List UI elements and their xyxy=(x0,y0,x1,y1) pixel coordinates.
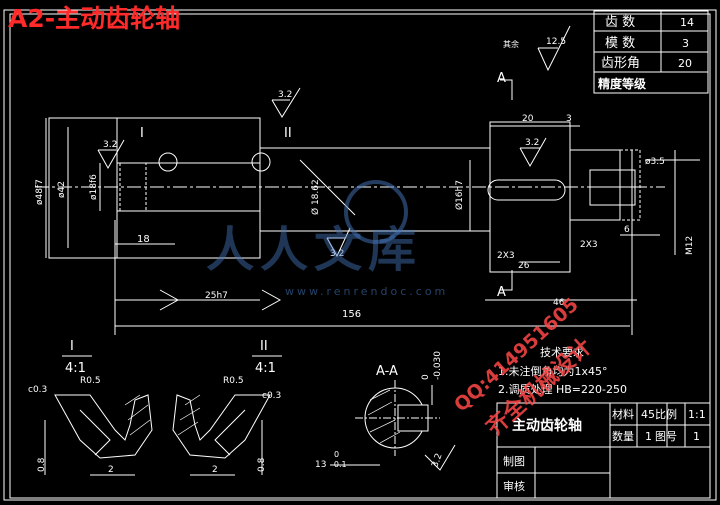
param-value-module: 3 xyxy=(682,37,689,50)
dim-len156: 156 xyxy=(342,309,361,320)
drawing-title: A2-主动齿轮轴 xyxy=(8,4,181,33)
section-mark-ii: II xyxy=(284,126,292,141)
detail-ii-depth: 0.8 xyxy=(257,457,267,472)
roughness-32-mid: 3.2 xyxy=(330,249,344,259)
watermark-site-name: 人人文库 xyxy=(206,222,423,278)
title-block-grid xyxy=(496,402,711,499)
detail-ii-radius: R0.5 xyxy=(223,376,244,386)
title-block-drawn-label: 制图 xyxy=(503,455,525,468)
title-block-material-label: 材料 xyxy=(612,407,634,421)
notes-heading: 技术要求 xyxy=(540,346,584,359)
param-label-teeth: 齿 数 xyxy=(605,15,635,30)
watermark-logo xyxy=(344,180,408,244)
roughness-32-left: 3.2 xyxy=(103,140,117,150)
param-table-grid xyxy=(593,10,709,94)
dim-len3: 3 xyxy=(566,114,572,124)
param-value-teeth: 14 xyxy=(680,16,694,29)
title-block-material-value: 45 xyxy=(641,408,655,421)
section-dim13-top: 0 xyxy=(334,450,339,459)
section-aa xyxy=(330,380,456,471)
section-mark-i: I xyxy=(140,126,144,141)
section-mark-a-top: A xyxy=(497,71,506,86)
title-block-drawing-no-value: 1 xyxy=(693,430,700,443)
hatching xyxy=(124,389,401,444)
dim-len18: 18 xyxy=(137,234,150,245)
detail-i-label: I xyxy=(70,339,74,354)
title-block-drawing-no-label: 图号 xyxy=(655,430,677,443)
roughness-rest-value: 12.5 xyxy=(546,37,566,47)
param-label-angle: 齿形角 xyxy=(601,56,640,71)
dim-d42: ø42 xyxy=(57,181,67,198)
title-block-part-name: 主动齿轮轴 xyxy=(512,417,582,434)
dim-len26: 26 xyxy=(518,261,530,271)
detail-circle-ii xyxy=(251,152,271,172)
notes-line-2: 2.调质处理 HB=220-250 xyxy=(498,383,627,396)
detail-circle-i xyxy=(158,152,178,172)
section-rough: 3.2 xyxy=(430,452,444,469)
roughness-32-right: 3.2 xyxy=(525,138,539,148)
dim-d18f6: ø18f6 xyxy=(89,174,99,200)
dimension-lines xyxy=(45,118,700,335)
dim-len25h7: 25h7 xyxy=(205,291,228,301)
dim-chamfer-left: 2X3 xyxy=(497,251,515,261)
roughness-rest-label: 其余 xyxy=(503,39,519,49)
title-block-qty-label: 数量 xyxy=(612,430,634,443)
dim-d16h7: Ø16h7 xyxy=(454,180,465,210)
dim-d35: ø3.5 xyxy=(645,157,665,167)
detail-view-i xyxy=(44,355,153,476)
detail-i-width: 2 xyxy=(108,465,114,475)
section-mark-a-bottom: A xyxy=(497,285,506,300)
detail-i-radius: R0.5 xyxy=(80,376,101,386)
title-block-check-label: 审核 xyxy=(503,479,525,493)
detail-i-depth: 0.8 xyxy=(37,457,47,472)
param-label-grade: 精度等级 xyxy=(598,76,646,91)
dim-len46: 46 xyxy=(553,298,565,308)
title-block-scale-label: 比例 xyxy=(655,407,677,421)
dim-len20: 20 xyxy=(522,114,534,124)
detail-ii-scale: 4:1 xyxy=(255,361,276,376)
dim-m12: M12 xyxy=(685,236,695,255)
watermark-site-url: www.renrendoc.com xyxy=(285,285,449,298)
title-block-qty-value: 1 xyxy=(645,430,652,443)
detail-ii-width: 2 xyxy=(212,465,218,475)
notes-line-1: 1.未注倒角均为1x45° xyxy=(498,364,608,378)
outer-frame xyxy=(3,9,717,501)
section-tol-bottom: -0.030 xyxy=(433,351,443,380)
dim-d18-62: Ø 18.62 xyxy=(310,179,321,215)
dim-d48: ø48f7 xyxy=(35,179,45,205)
param-label-module: 模 数 xyxy=(605,36,635,51)
detail-ii-label: II xyxy=(260,339,268,354)
detail-i-chamfer: c0.3 xyxy=(28,385,47,395)
section-dim13-bottom: -0.1 xyxy=(331,460,347,469)
roughness-symbols xyxy=(97,25,571,311)
inner-frame xyxy=(9,13,711,499)
dim-len6: 6 xyxy=(624,225,630,235)
section-mark-aa: A-A xyxy=(376,364,398,379)
detail-i-scale: 4:1 xyxy=(65,361,86,376)
detail-view-ii xyxy=(172,355,282,476)
title-block-scale-value: 1:1 xyxy=(688,408,706,421)
section-dim13: 13 xyxy=(315,460,326,470)
roughness-32-top: 3.2 xyxy=(278,90,292,100)
param-value-angle: 20 xyxy=(678,57,692,70)
section-arrows xyxy=(500,79,513,291)
section-tol-top: 0 xyxy=(421,374,431,380)
detail-ii-chamfer: c0.3 xyxy=(262,391,281,401)
dim-chamfer-right: 2X3 xyxy=(580,240,598,250)
